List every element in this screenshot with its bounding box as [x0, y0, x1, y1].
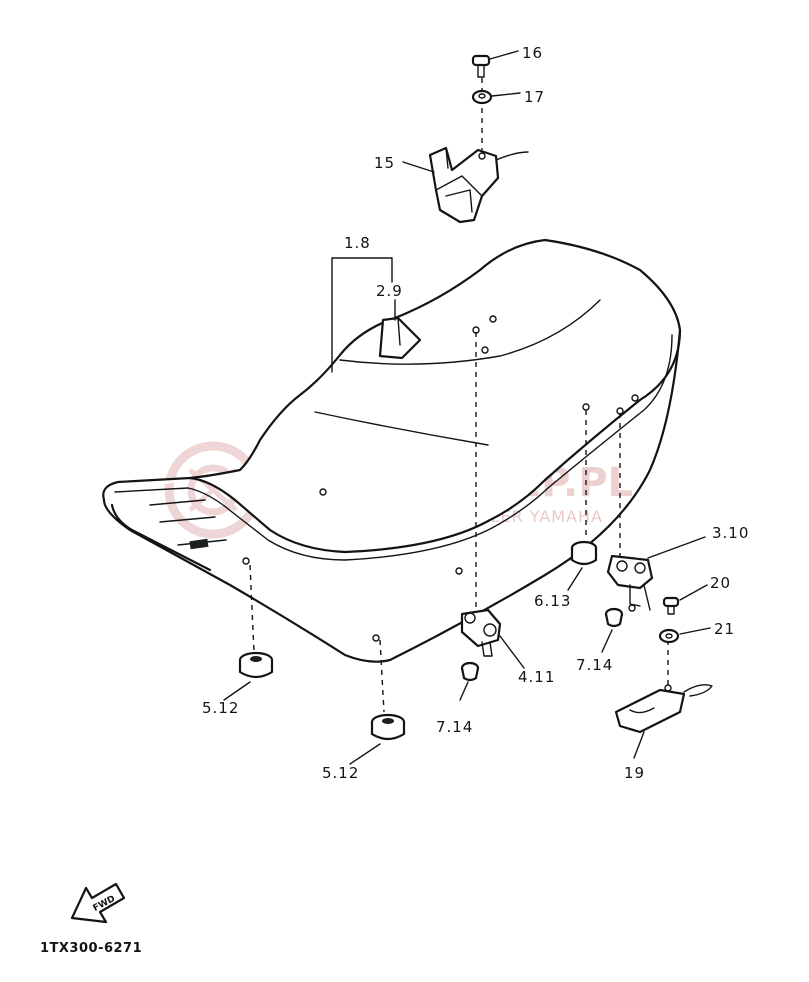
- front-arrow-icon: FWD: [70, 882, 126, 924]
- seat-lock-part-19: [614, 684, 713, 759]
- diagram-code: 1TX300-6271: [40, 941, 142, 956]
- label-16: 16: [522, 44, 543, 62]
- label-4-11: 4.11: [518, 668, 555, 686]
- label-5-12-bottom: 5.12: [322, 764, 359, 782]
- seat-hook-part-3-10: [606, 536, 706, 612]
- label-1-8: 1.8: [344, 234, 371, 252]
- seat-holes: [242, 315, 639, 642]
- seat-hook-part-4-11: [460, 608, 525, 669]
- label-7-14-center: 7.14: [436, 718, 473, 736]
- label-6-13: 6.13: [534, 592, 571, 610]
- label-7-14-right: 7.14: [576, 656, 613, 674]
- seat-lock-part-15: [402, 146, 529, 224]
- label-3-10: 3.10: [712, 524, 749, 542]
- label-17: 17: [524, 88, 545, 106]
- label-bracket: [331, 257, 396, 373]
- label-15: 15: [374, 154, 395, 172]
- label-21: 21: [714, 620, 735, 638]
- seat-damper-part-6-13: [567, 540, 598, 591]
- label-20: 20: [710, 574, 731, 592]
- label-2-9: 2.9: [376, 282, 403, 300]
- seat-damper-part-5-12-left: [223, 651, 274, 701]
- part-labels: 16 17 15 1.8 2.9 3.10 20 21 6.13 7.14 4.…: [202, 44, 749, 782]
- bolt-part-20: [662, 584, 708, 615]
- seat-damper-part-7-14-right: [601, 607, 624, 653]
- seat-damper-part-7-14-center: [459, 661, 480, 701]
- label-19: 19: [624, 764, 645, 782]
- seat: [102, 238, 682, 663]
- seat-damper-part-5-12-bottom: [349, 713, 406, 765]
- washer-part-21: [658, 627, 711, 644]
- washer-part-17: [471, 89, 521, 105]
- screw-part-16: [471, 50, 519, 78]
- label-5-12-left: 5.12: [202, 699, 239, 717]
